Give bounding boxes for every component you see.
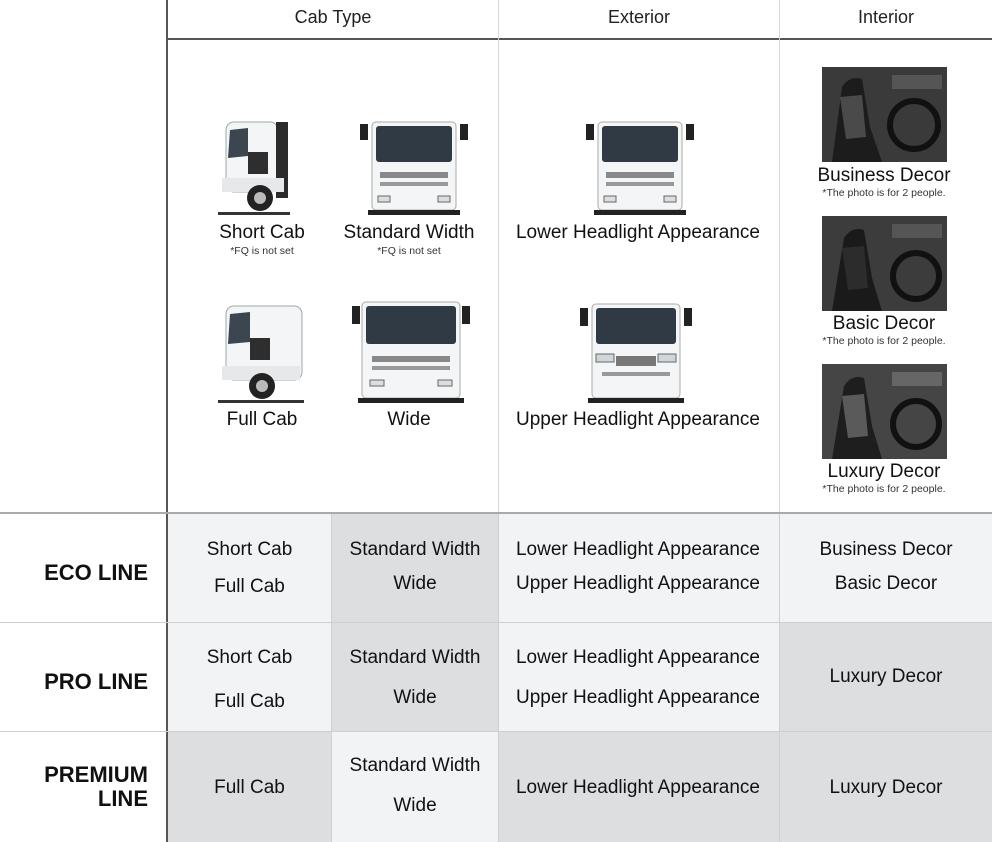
premium-cab-a-item: Full Cab xyxy=(214,777,285,798)
short-cab-note: *FQ is not set xyxy=(230,245,294,257)
row-label-premium: PREMIUM xyxy=(44,762,148,787)
business-decor-caption: Business Decor xyxy=(817,165,951,186)
eco-cab-b-item: Wide xyxy=(393,573,437,594)
pro-exterior-cell xyxy=(499,623,779,731)
table-top-line xyxy=(0,512,992,514)
header-cab-type: Cab Type xyxy=(294,7,372,27)
upper-headlight-caption: Upper Headlight Appearance xyxy=(515,409,760,430)
grid-line xyxy=(498,514,499,842)
basic-decor-caption: Basic Decor xyxy=(832,313,936,334)
header-interior: Interior xyxy=(857,7,915,27)
grid-line xyxy=(779,0,780,512)
full-cab-caption: Full Cab xyxy=(226,409,298,430)
header-exterior: Exterior xyxy=(607,7,670,27)
basic-decor-image xyxy=(822,216,947,311)
upper-headlight-image xyxy=(578,302,694,404)
eco-interior-item: Basic Decor xyxy=(834,573,938,594)
premium-cab-b-cell xyxy=(332,732,498,842)
pro-cab-a-item: Full Cab xyxy=(214,691,285,712)
lower-headlight-caption: Lower Headlight Appearance xyxy=(515,222,760,243)
row-label-eco-line: ECO LINE xyxy=(44,560,148,585)
pro-cab-b-cell xyxy=(332,623,498,731)
left-axis-line xyxy=(166,0,168,842)
pro-cab-a-cell xyxy=(168,623,331,731)
grid-line xyxy=(498,0,499,512)
eco-interior-item: Business Decor xyxy=(819,539,953,560)
basic-decor-note: *The photo is for 2 people. xyxy=(822,335,946,347)
pro-cab-b-item: Wide xyxy=(393,687,437,708)
pro-cab-a-item: Short Cab xyxy=(206,647,293,668)
luxury-decor-note: *The photo is for 2 people. xyxy=(822,483,946,495)
premium-interior-cell xyxy=(780,732,992,842)
premium-exterior-cell xyxy=(499,732,779,842)
business-decor-note: *The photo is for 2 people. xyxy=(822,187,946,199)
row-label-premium-line2: LINE xyxy=(97,786,148,811)
wide-caption: Wide xyxy=(387,409,431,430)
standard-width-image xyxy=(358,120,470,216)
pro-interior-item: Luxury Decor xyxy=(829,666,943,687)
eco-exterior-cell xyxy=(499,514,779,622)
wide-image xyxy=(350,300,472,404)
business-decor-image xyxy=(822,67,947,162)
row-label-pro-line: PRO LINE xyxy=(44,669,148,694)
standard-width-caption: Standard Width xyxy=(343,222,475,243)
eco-interior-cell xyxy=(780,514,992,622)
eco-exterior-item: Upper Headlight Appearance xyxy=(515,573,760,594)
row-divider xyxy=(0,731,992,732)
pro-exterior-item: Lower Headlight Appearance xyxy=(515,647,760,668)
eco-cab-b-cell xyxy=(332,514,498,622)
row-divider xyxy=(0,622,992,623)
grid-line xyxy=(779,514,780,842)
short-cab-image xyxy=(218,118,290,216)
eco-cab-a-item: Full Cab xyxy=(214,576,285,597)
premium-cab-b-item: Standard Width xyxy=(349,755,481,776)
premium-cab-a-cell xyxy=(168,732,331,842)
eco-cab-b-item: Standard Width xyxy=(349,539,481,560)
pro-interior-cell xyxy=(780,623,992,731)
lower-headlight-image xyxy=(584,120,696,216)
standard-width-note: *FQ is not set xyxy=(377,245,441,257)
eco-cab-a-item: Short Cab xyxy=(206,539,293,560)
premium-cab-b-item: Wide xyxy=(393,795,437,816)
premium-interior-item: Luxury Decor xyxy=(829,777,943,798)
full-cab-image xyxy=(218,304,304,404)
luxury-decor-caption: Luxury Decor xyxy=(827,461,941,482)
luxury-decor-image xyxy=(822,364,947,459)
grid-line xyxy=(331,514,332,842)
short-cab-caption: Short Cab xyxy=(219,222,305,243)
eco-cab-a-cell xyxy=(168,514,331,622)
pro-exterior-item: Upper Headlight Appearance xyxy=(515,687,760,708)
header-divider xyxy=(167,38,992,40)
eco-exterior-item: Lower Headlight Appearance xyxy=(515,539,760,560)
pro-cab-b-item: Standard Width xyxy=(349,647,481,668)
premium-exterior-item: Lower Headlight Appearance xyxy=(515,777,760,798)
